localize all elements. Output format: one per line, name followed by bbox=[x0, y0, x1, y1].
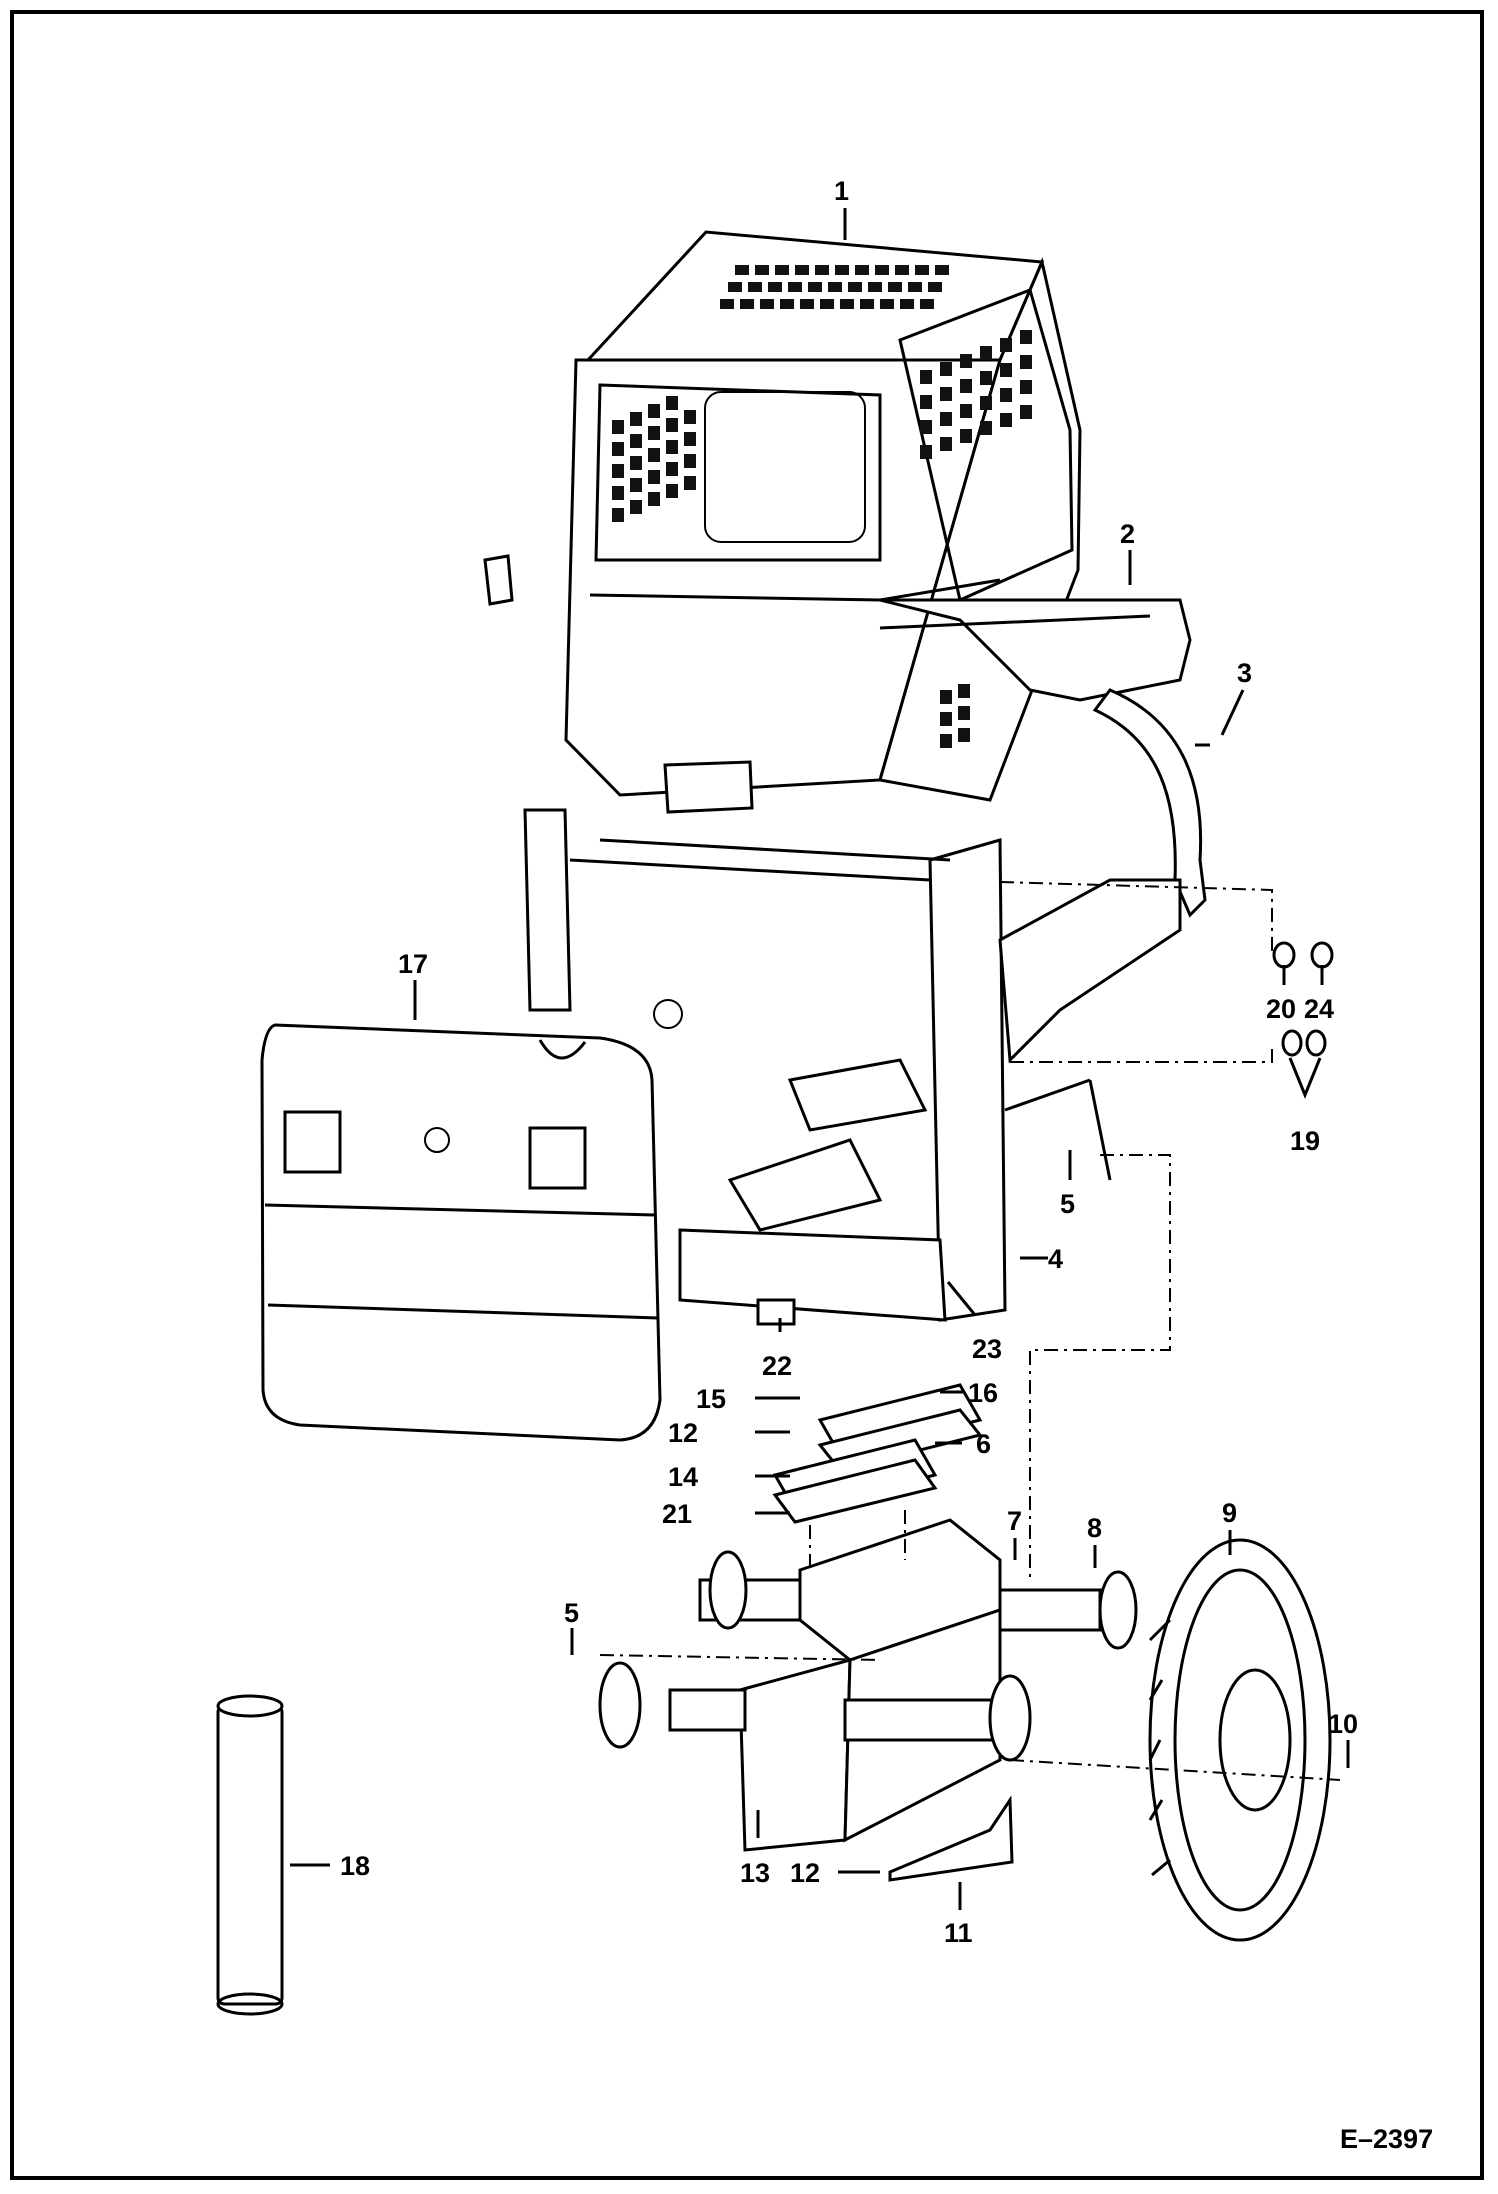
leader-lines bbox=[290, 208, 1350, 1910]
callout-23: 23 bbox=[972, 1334, 1002, 1364]
seat-pan-assembly bbox=[772, 1383, 983, 1524]
callouts: 1 2 3 4 5 5 6 7 8 9 10 11 12 12 12 13 14… bbox=[340, 176, 1433, 2154]
side-grille-left bbox=[612, 396, 696, 522]
alignment-lines bbox=[599, 881, 1341, 1781]
drawing-border bbox=[10, 10, 1484, 2180]
callout-18: 18 bbox=[340, 1851, 370, 1881]
callout-11: 11 bbox=[944, 1918, 973, 1948]
callout-21: 21 bbox=[662, 1499, 692, 1529]
tube bbox=[216, 1694, 284, 2016]
drawing-code: E–2397 bbox=[1340, 2124, 1433, 2154]
main-frame bbox=[523, 808, 1182, 1326]
fender-arch bbox=[1092, 688, 1210, 918]
callout-19: 19 bbox=[1290, 1126, 1320, 1156]
side-panel bbox=[879, 598, 1192, 702]
rear-door bbox=[260, 1023, 662, 1442]
callout-6: 6 bbox=[976, 1429, 991, 1459]
callout-10: 10 bbox=[1328, 1709, 1358, 1739]
tire bbox=[1148, 1538, 1332, 1942]
callout-24: 24 bbox=[1304, 994, 1334, 1024]
callout-5b: 5 bbox=[564, 1598, 579, 1628]
callout-2: 2 bbox=[1120, 519, 1135, 549]
axle-housing bbox=[598, 1518, 1138, 1852]
roof-grille bbox=[720, 265, 949, 309]
callout-15: 15 bbox=[696, 1384, 726, 1414]
callout-17: 17 bbox=[398, 949, 428, 979]
callout-14: 14 bbox=[668, 1462, 698, 1492]
callout-16: 16 bbox=[968, 1378, 998, 1408]
callout-4: 4 bbox=[1048, 1244, 1063, 1274]
callout-5a: 5 bbox=[1060, 1189, 1075, 1219]
callout-1: 1 bbox=[834, 176, 849, 206]
cab-operator-cage bbox=[483, 230, 1082, 814]
callout-3: 3 bbox=[1237, 658, 1252, 688]
side-grille-right bbox=[920, 330, 1032, 748]
callout-8: 8 bbox=[1087, 1513, 1102, 1543]
callout-22: 22 bbox=[762, 1351, 792, 1381]
cover-plate bbox=[888, 1795, 1014, 1882]
callout-12a: 12 bbox=[668, 1418, 698, 1448]
callout-20: 20 bbox=[1266, 994, 1296, 1024]
callout-9: 9 bbox=[1222, 1498, 1237, 1528]
callout-7: 7 bbox=[1007, 1506, 1022, 1536]
callout-12b: 12 bbox=[790, 1858, 820, 1888]
callout-13: 13 bbox=[740, 1858, 770, 1888]
